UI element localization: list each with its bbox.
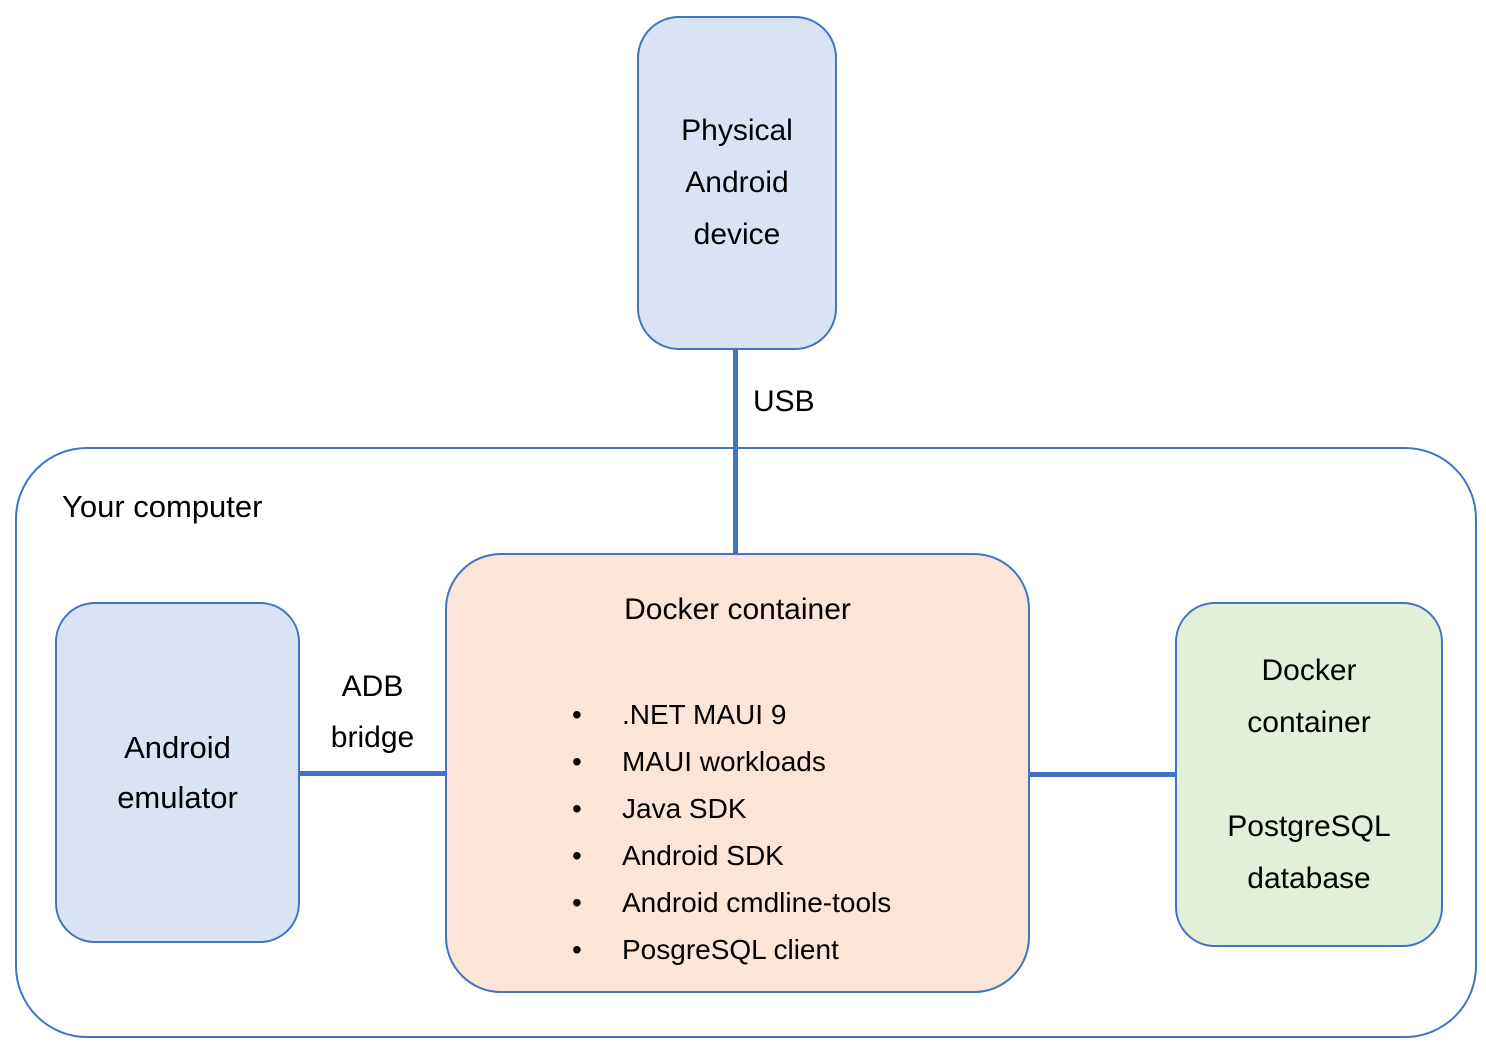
list-item: MAUI workloads — [572, 738, 891, 785]
usb-label: USB — [753, 385, 815, 418]
node-android-emulator: Android emulator — [55, 602, 300, 943]
node-physical-android-device: Physical Android device — [637, 16, 837, 350]
node-docker-container-tools: Docker container .NET MAUI 9 MAUI worklo… — [445, 553, 1030, 993]
docker-container-title: Docker container — [624, 593, 851, 626]
adb-connector-line — [298, 771, 447, 776]
list-item: Java SDK — [572, 785, 891, 832]
docker-postgres-connector-line — [1028, 772, 1177, 777]
adb-bridge-label: ADB bridge — [330, 670, 415, 754]
docker-tools-list: .NET MAUI 9 MAUI workloads Java SDK Andr… — [572, 691, 891, 973]
node-docker-container-postgresql: Docker container PostgreSQL database — [1175, 602, 1443, 947]
android-emulator-label: Android emulator — [117, 729, 238, 815]
list-item: Android cmdline-tools — [572, 879, 891, 926]
list-item: PosgreSQL client — [572, 926, 891, 973]
physical-device-label: Physical Android device — [681, 114, 793, 251]
docker-postgresql-label: Docker container PostgreSQL database — [1227, 653, 1391, 895]
list-item: Android SDK — [572, 832, 891, 879]
usb-connector-line — [733, 349, 738, 555]
your-computer-label: Your computer — [62, 489, 263, 524]
list-item: .NET MAUI 9 — [572, 691, 891, 738]
